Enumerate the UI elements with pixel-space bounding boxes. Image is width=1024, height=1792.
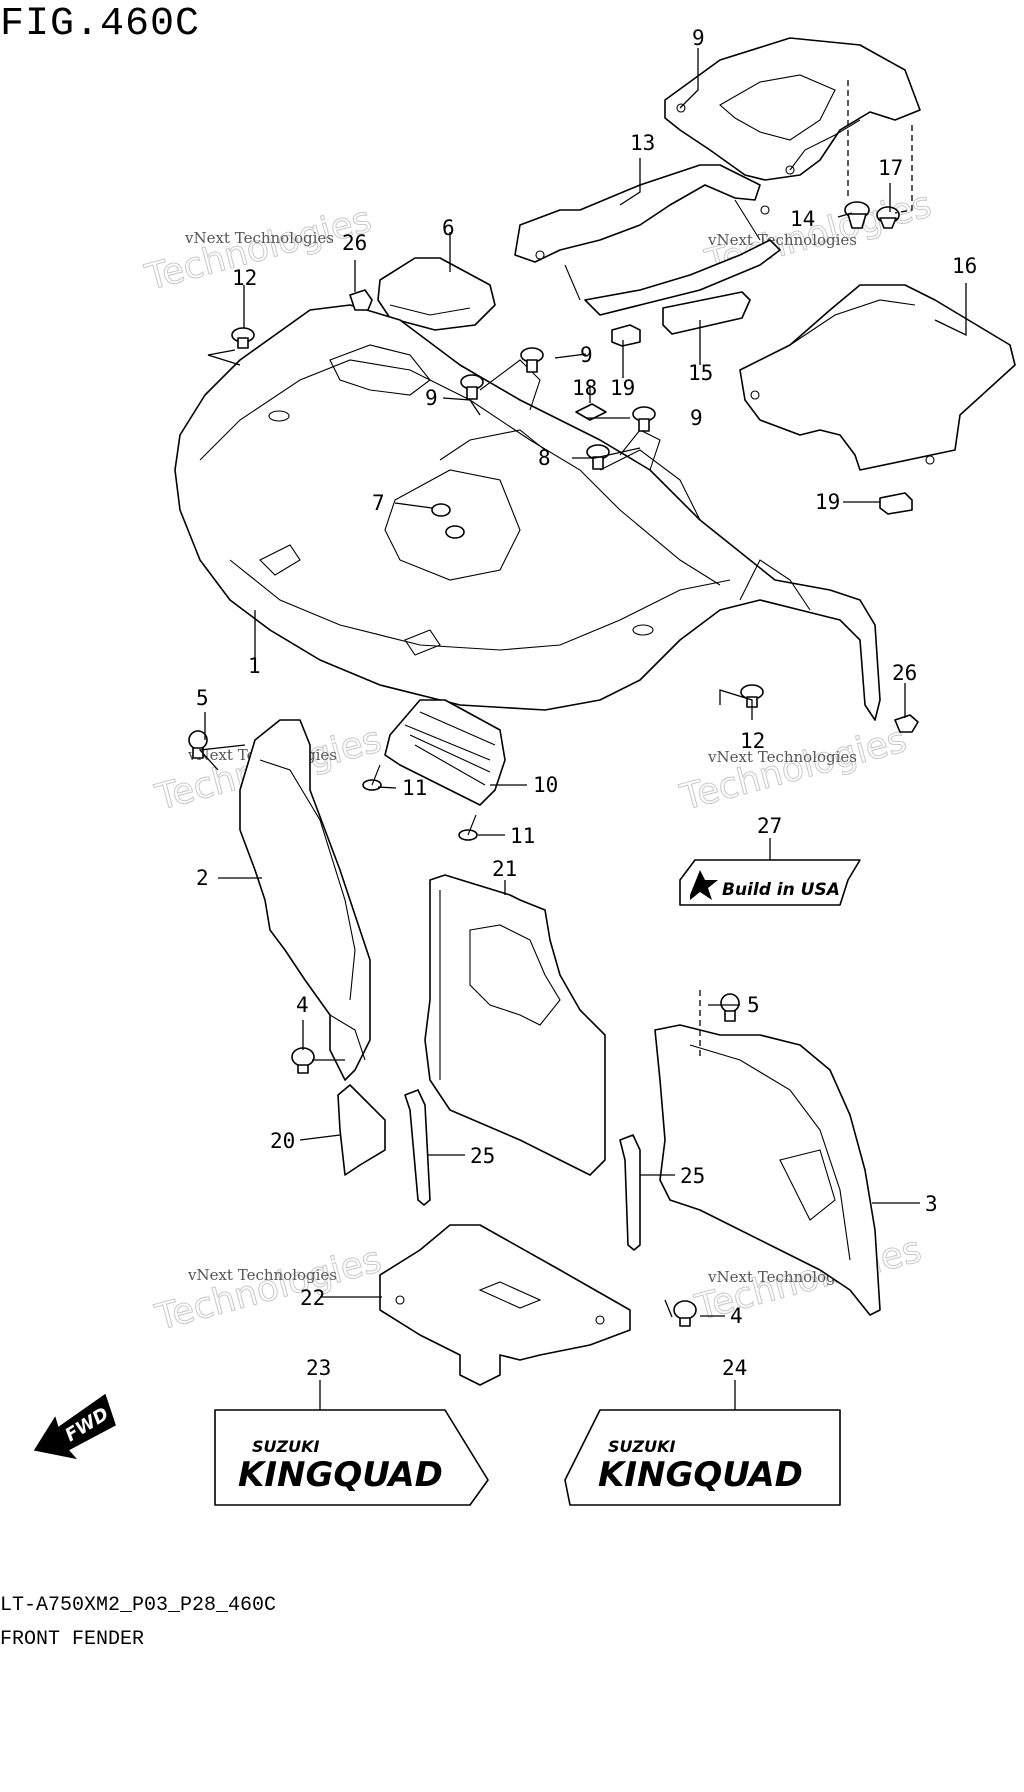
clip-26 <box>894 714 919 733</box>
callout-23: 24 <box>722 1356 747 1380</box>
callout-20: 20 <box>270 1129 295 1153</box>
callout-26: 26 <box>342 231 367 255</box>
callout-5: 5 <box>196 686 209 710</box>
part-24-skid-plate <box>379 1224 631 1386</box>
part-13-bracket <box>514 164 781 316</box>
callout-12: 12 <box>740 729 765 753</box>
callout-9: 9 <box>425 386 438 410</box>
callout-5: 5 <box>747 993 760 1017</box>
callout-26: 26 <box>892 661 917 685</box>
callouts: 9 13 14 17 16 6 26 12 9 9 9 8 18 19 15 1… <box>196 26 977 1380</box>
fasteners <box>188 201 919 1327</box>
watermark-text: Technologies <box>151 1239 386 1339</box>
callout-12: 12 <box>232 266 257 290</box>
callout-24: 22 <box>300 1286 325 1310</box>
watermark-text: Technologies <box>141 199 376 299</box>
part-2-inner-panel-left <box>239 719 371 1081</box>
decal-model-text: KINGQUAD <box>238 1455 443 1495</box>
part-23-decal-right: SUZUKI KINGQUAD <box>564 1409 841 1506</box>
callout-13: 13 <box>630 131 655 155</box>
watermark-text: vNext Technologies <box>707 748 857 766</box>
part-3-inner-panel-right <box>654 1024 881 1316</box>
part-10-grille <box>384 699 506 806</box>
watermark-text: vNext Technologies <box>707 231 857 249</box>
callout-21: 21 <box>492 857 517 881</box>
decal-brand-text: SUZUKI <box>608 1437 676 1456</box>
figure-title: FIG.460C <box>0 2 201 47</box>
callout-10: 10 <box>533 773 558 797</box>
callout-8: 9 <box>692 26 705 50</box>
part-27-decal-usa: Build in USA <box>679 859 861 906</box>
part-22-decal-left: SUZUKI KINGQUAD <box>214 1409 489 1506</box>
callout-3: 3 <box>925 1192 938 1216</box>
watermark-text: Technologies <box>676 719 911 819</box>
callout-27: 27 <box>757 814 782 838</box>
callout-18: 18 <box>572 376 597 400</box>
screw-4 <box>291 1047 315 1074</box>
decal-usa-text: Build in USA <box>722 880 840 900</box>
model-code: LT-A750XM2_P03_P28_460C <box>0 1594 277 1617</box>
rivet-7 <box>431 503 465 539</box>
callout-19: 19 <box>815 490 840 514</box>
callout-11: 11 <box>402 776 427 800</box>
part-18-pad <box>575 403 607 421</box>
screw-9 <box>460 374 484 400</box>
tapping-screw-11 <box>362 764 382 791</box>
tapping-screw-11 <box>458 814 478 841</box>
screw-5 <box>188 730 208 759</box>
screw-5 <box>720 993 740 1022</box>
part-8-front-cover <box>664 37 921 181</box>
callout-4: 4 <box>296 993 309 1017</box>
part-19-cushion <box>879 492 913 515</box>
part-19-cushion <box>611 324 641 347</box>
callout-6: 6 <box>442 216 455 240</box>
rivet-17 <box>876 206 900 229</box>
callout-9: 9 <box>690 406 703 430</box>
watermark-text: vNext Technologies <box>187 1266 337 1284</box>
callout-7: 7 <box>372 491 385 515</box>
part-20-bracket <box>337 1084 386 1176</box>
callout-14: 14 <box>790 207 815 231</box>
screw-4 <box>673 1300 697 1327</box>
part-25-cable-tie <box>619 1134 641 1251</box>
clip-26 <box>349 289 373 311</box>
rivet-14 <box>844 201 870 229</box>
part-6-lid <box>377 257 496 331</box>
watermark-text: vNext Technologies <box>184 229 334 247</box>
rivet-12 <box>231 327 255 349</box>
callout-15: 15 <box>688 361 713 385</box>
callout-25: 25 <box>680 1164 705 1188</box>
callout-25: 25 <box>470 1144 495 1168</box>
decal-brand-text: SUZUKI <box>252 1437 320 1456</box>
screw-9 <box>520 347 544 373</box>
part-25-cable-tie <box>404 1089 431 1206</box>
callout-9: 8 <box>538 446 551 470</box>
leader-lines <box>198 48 967 1410</box>
callout-17: 17 <box>878 156 903 180</box>
section-name: FRONT FENDER <box>0 1628 145 1651</box>
callout-1: 1 <box>248 654 261 678</box>
callout-11: 11 <box>510 824 535 848</box>
part-21-mud-guard <box>424 874 606 1176</box>
callout-16: 16 <box>952 254 977 278</box>
callout-4: 4 <box>730 1304 743 1328</box>
callout-2: 2 <box>196 866 209 890</box>
callout-9: 9 <box>580 343 593 367</box>
decal-model-text: KINGQUAD <box>598 1455 803 1495</box>
part-15-reflector <box>662 291 751 335</box>
part-16-side-panel <box>739 284 1016 471</box>
callout-19: 19 <box>610 376 635 400</box>
watermark-text: vNext Technologies <box>707 1268 857 1286</box>
screw-9 <box>632 406 656 432</box>
fwd-arrow-icon: FWD <box>33 1393 116 1460</box>
callout-22: 23 <box>306 1356 331 1380</box>
